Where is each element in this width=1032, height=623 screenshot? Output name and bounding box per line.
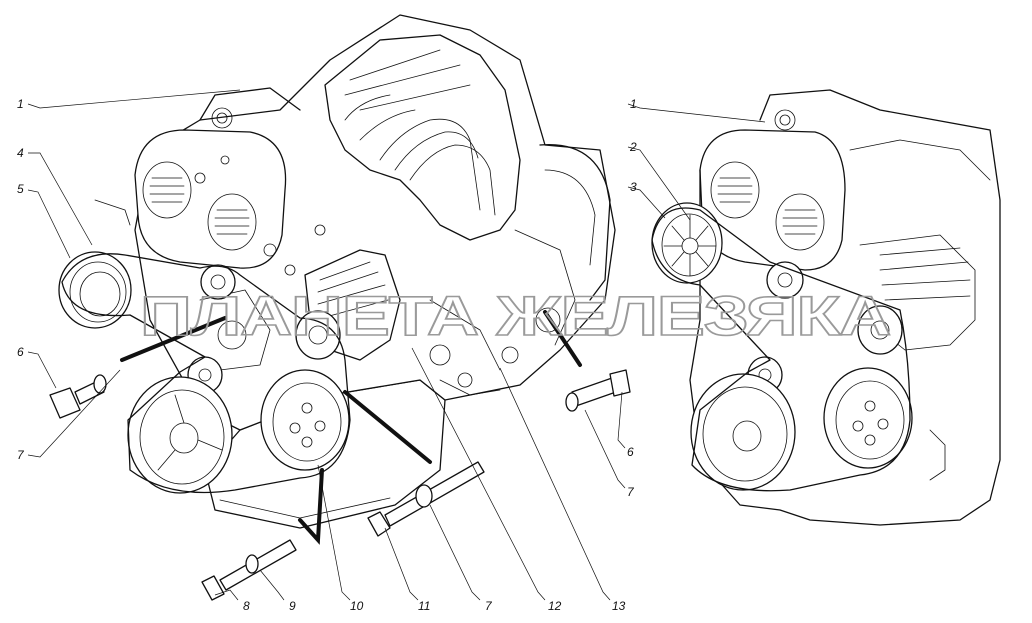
bolt-8	[201, 539, 297, 601]
callout-13: 13	[612, 599, 626, 613]
callout-1-right-engine: 1	[630, 97, 637, 111]
callout-6: 6	[17, 345, 24, 359]
callout-8: 8	[243, 599, 250, 613]
crankshaft-pulley	[127, 376, 233, 494]
callout-1: 1	[17, 97, 24, 111]
callouts-right: 1 2 3	[629, 97, 637, 194]
bolt-11	[367, 461, 485, 537]
camshaft-sprocket-cover-2	[207, 193, 257, 251]
callout-2: 2	[629, 140, 637, 154]
callout-11: 11	[418, 599, 430, 613]
callouts-left: 1 4 5 6 7 8 9 10 11 7 12 13 7 6	[17, 97, 635, 613]
bolt-6-left	[49, 374, 107, 419]
alternator-pulley	[295, 310, 341, 360]
callout-10: 10	[350, 599, 364, 613]
bolt-6-right	[565, 369, 631, 412]
callout-6-right: 6	[627, 445, 634, 459]
callout-7: 7	[17, 448, 25, 462]
callout-9: 9	[289, 599, 296, 613]
pulley-5	[58, 251, 132, 329]
intake-manifold	[324, 34, 521, 241]
camshaft-sprocket-cover-1	[142, 161, 192, 219]
pump-pulley-10	[260, 369, 350, 471]
leader-lines	[27, 89, 766, 601]
right-engine-assembly	[651, 89, 1001, 526]
drive-belt	[61, 253, 351, 494]
callout-12: 12	[548, 599, 562, 613]
callout-4: 4	[17, 146, 24, 160]
idler-pulley-top	[200, 264, 236, 300]
left-engine-assembly	[49, 14, 631, 601]
callout-7-right: 7	[627, 485, 635, 499]
timing-cover	[134, 129, 287, 269]
callout-5: 5	[17, 182, 24, 196]
callout-7-bottom: 7	[485, 599, 493, 613]
watermark-text: ПЛАНЕТА ЖЕЛЕЗЯКА	[140, 284, 890, 347]
callout-3: 3	[630, 180, 637, 194]
